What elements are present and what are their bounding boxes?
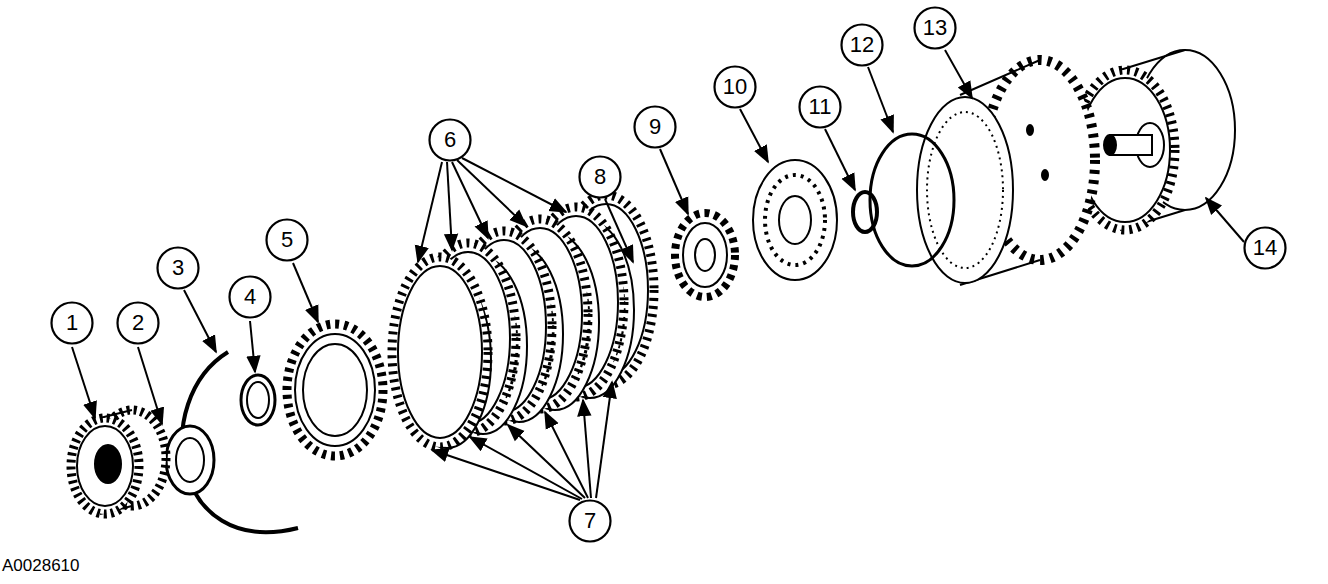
callout-circle: 2 — [116, 301, 160, 345]
callout-circle: 6 — [428, 118, 472, 162]
callout-number: 7 — [568, 499, 612, 543]
leader-lines — [72, 50, 1244, 500]
callout-circle: 8 — [578, 155, 622, 199]
callout-number: 1 — [50, 301, 94, 345]
callout-circle: 11 — [798, 85, 842, 129]
thrust-plate — [753, 160, 837, 280]
sun-gear — [71, 410, 166, 514]
callout-circle: 1 — [50, 301, 94, 345]
callout-number: 9 — [633, 105, 677, 149]
clutch-plates — [392, 195, 654, 448]
callout-number: 10 — [713, 65, 757, 109]
callout-circle: 4 — [228, 275, 272, 319]
callout-number: 2 — [116, 301, 160, 345]
callout-number: 6 — [428, 118, 472, 162]
callout-circle: 9 — [633, 105, 677, 149]
callout-number: 13 — [913, 6, 957, 50]
thrust-washer — [166, 426, 214, 494]
callout-number: 5 — [265, 218, 309, 262]
callout-number: 3 — [156, 246, 200, 290]
bearing — [675, 213, 735, 297]
callout-number: 12 — [840, 23, 884, 67]
seal-ring — [870, 134, 954, 266]
callout-number: 14 — [1243, 226, 1287, 270]
small-seal — [853, 192, 877, 232]
callout-circle: 3 — [156, 246, 200, 290]
callout-circle: 13 — [913, 6, 957, 50]
callout-number: 11 — [798, 85, 842, 129]
callout-number: 4 — [228, 275, 272, 319]
callout-circle: 5 — [265, 218, 309, 262]
callout-circle: 14 — [1243, 226, 1287, 270]
callout-circle: 10 — [713, 65, 757, 109]
seal-ring — [241, 375, 275, 425]
figure-code: A0028610 — [2, 556, 80, 576]
callout-circle: 7 — [568, 499, 612, 543]
clutch-drum — [917, 60, 1095, 285]
toothed-ring — [287, 324, 383, 456]
callout-circle: 12 — [840, 23, 884, 67]
callout-number: 8 — [578, 155, 622, 199]
